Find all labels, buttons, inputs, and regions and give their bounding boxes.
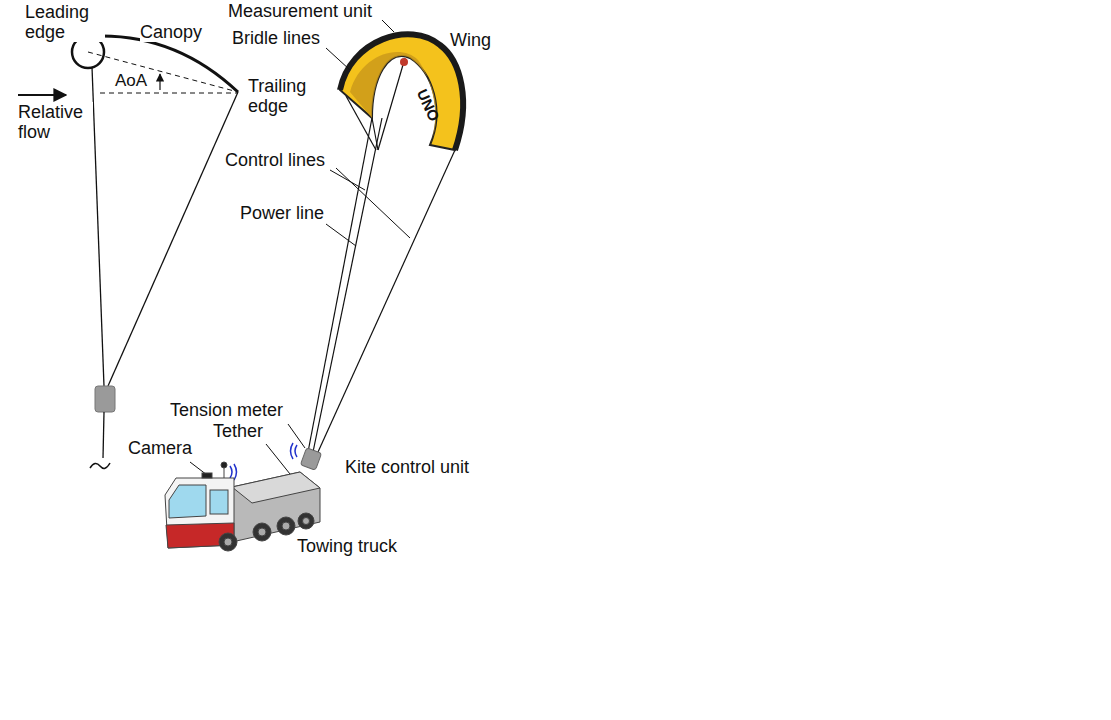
part-label: Towing truck — [297, 536, 397, 556]
part-label: Tether — [213, 421, 263, 441]
part-label: Bridle lines — [232, 28, 320, 48]
part-label: Kite control unit — [345, 457, 469, 477]
part-label: Control lines — [225, 150, 325, 170]
part-label: Camera — [128, 438, 192, 458]
part-label: Leading edge — [25, 2, 105, 42]
brand-text: UNO — [412, 86, 444, 125]
flow-label: Relative flow — [18, 102, 93, 142]
kite-wing — [340, 34, 463, 150]
part-label: Measurement unit — [228, 1, 372, 21]
part-label: Trailing edge — [248, 76, 323, 116]
part-label: Wing — [450, 30, 491, 50]
kite-control-unit — [300, 448, 321, 470]
part-label: Tension meter — [170, 400, 283, 420]
kite-lines — [308, 58, 455, 452]
angle-label: AoA — [115, 71, 147, 91]
part-label: Power line — [240, 203, 324, 223]
part-label: Canopy — [140, 22, 202, 42]
